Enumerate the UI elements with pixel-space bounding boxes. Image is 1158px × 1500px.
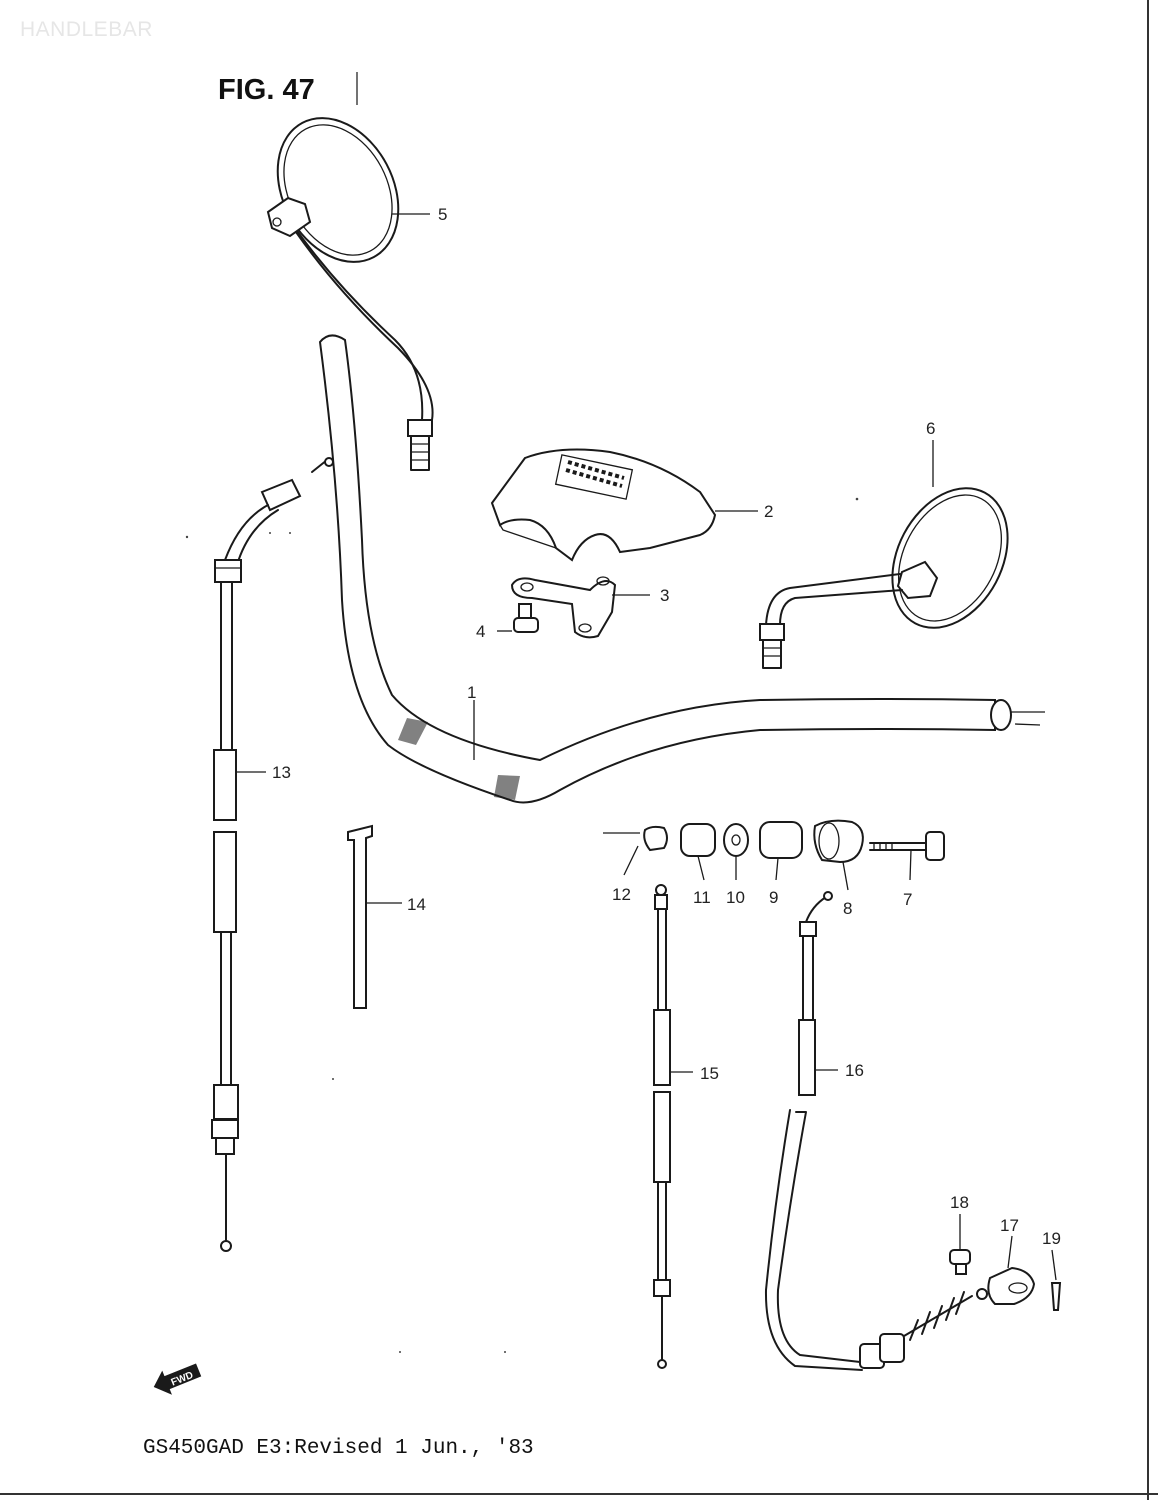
callout-12: 12 [612,885,631,904]
callout-2: 2 [764,502,773,521]
callout-17: 17 [1000,1216,1019,1235]
part-17-bracket [987,1266,1036,1305]
callout-7: 7 [903,890,912,909]
part-16-cable [764,891,988,1371]
callout-5: 5 [438,205,447,224]
callout-11: 11 [693,888,711,907]
part-13-throttle-cable [211,457,334,1252]
callout-labels: 5 1 2 3 4 6 12 11 10 9 8 7 13 14 15 16 1… [272,205,1061,1248]
leader-lines [236,213,1057,1281]
callout-6: 6 [926,419,935,438]
callout-16: 16 [845,1061,864,1080]
callout-3: 3 [660,586,669,605]
figure-number: FIG. 47 [218,74,315,106]
parts-7-12-balancer-stack [603,819,945,864]
forward-direction-badge: FWD [153,1363,202,1395]
part-4-bolt [513,603,539,633]
part-1-handlebar [318,334,1045,804]
part-5-left-mirror [266,117,434,471]
part-18-pin [949,1249,971,1275]
part-11-spacer [680,823,716,857]
part-6-right-mirror [759,487,1009,669]
part-19-cotter-pin [1050,1282,1062,1311]
scan-specks [185,497,859,1353]
part-15-cable [653,884,671,1369]
part-10-washer [723,823,749,857]
callout-14: 14 [407,895,426,914]
callout-10: 10 [726,888,745,907]
footer-model-revision: GS450GAD E3:Revised 1 Jun., '83 [143,1437,534,1460]
callout-15: 15 [700,1064,719,1083]
part-2-holder-cover [490,448,717,562]
callout-4: 4 [476,622,485,641]
callout-13: 13 [272,763,291,782]
callout-8: 8 [843,899,852,918]
callout-9: 9 [769,888,778,907]
part-12-nut [643,825,668,852]
part-14-clamp [347,824,373,1009]
callout-18: 18 [950,1193,969,1212]
callout-1: 1 [467,683,476,702]
callout-19: 19 [1042,1229,1061,1248]
section-title: HANDLEBAR [20,18,153,41]
part-9-rubber [759,821,803,859]
part-3-holder-plate [510,576,617,639]
